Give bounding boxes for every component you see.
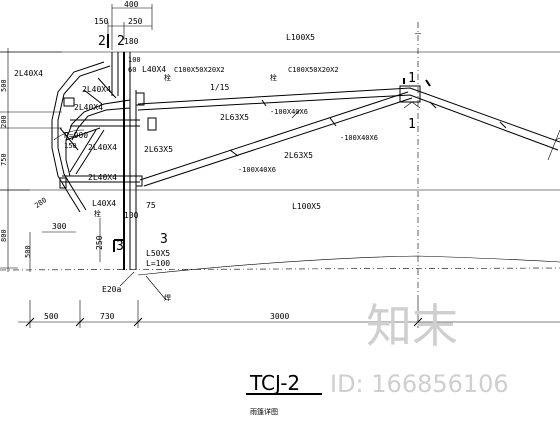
dim-left-200: 200: [0, 115, 8, 128]
dim-bottom-500: 500: [44, 312, 59, 321]
label-c100-b: C100X50X20X2: [288, 66, 339, 74]
dim-left-800: 800: [0, 229, 8, 242]
dim-mid-100: 100: [124, 211, 139, 220]
label-2l40x4-d: 2L40X4: [88, 143, 117, 152]
section-mark-1: 1: [408, 71, 416, 86]
left-truss: R=900 2L40X4 2L40X4 2L40X4 2L40X4 L40X4 …: [33, 52, 171, 302]
section-mark-3b: 3: [160, 232, 168, 247]
label-weld: 焊: [164, 293, 171, 302]
label-l50x5: L50X5: [146, 249, 170, 258]
section-mark-2b: 2: [117, 34, 125, 49]
dim-top-150: 150: [94, 17, 109, 26]
dim-150: 150: [64, 142, 77, 150]
label-plate-a: -100X40X6: [270, 108, 308, 116]
dim-top-250: 250: [128, 17, 143, 26]
label-l40x4-b: L40X4: [92, 199, 116, 208]
section-mark-3: 3: [116, 239, 124, 254]
top-dimensions: 400 150 250 180 100 60 2 2: [94, 0, 153, 74]
dim-mid-250: 250: [95, 235, 104, 250]
title-block: TCJ-2 雨篷详图: [246, 371, 322, 416]
label-2l40x4-a: 2L40X4: [14, 69, 43, 78]
label-l100: L=100: [146, 259, 170, 268]
dim-top-100: 100: [128, 56, 141, 64]
dim-top-60: 60: [128, 66, 136, 74]
dim-mid-75: 75: [146, 201, 156, 210]
section-mark-1b: 1: [408, 117, 416, 132]
drawing-title: TCJ-2: [249, 371, 300, 395]
label-e20: E20a: [102, 285, 121, 294]
watermark-id: ID: 166856106: [330, 370, 509, 398]
label-plate-b: -100X40X6: [340, 134, 378, 142]
label-bolt-2: 栓: [270, 73, 277, 82]
dim-300: 300: [52, 222, 67, 231]
drawing-subtitle: 雨篷详图: [250, 407, 278, 416]
watermark-brand: 知末: [366, 299, 458, 353]
label-c100-a: C100X50X20X2: [174, 66, 225, 74]
watermark: 知末 ID: 166856106: [330, 299, 509, 398]
dim-left-500: 500: [0, 79, 8, 92]
label-2l40x4-c: 2L40X4: [74, 103, 103, 112]
dim-bottom-730: 730: [100, 312, 115, 321]
label-radius: R=900: [64, 131, 88, 140]
label-2l63x5-b: 2L63X5: [144, 145, 173, 154]
label-l40x4-a: L40X4: [142, 65, 166, 74]
dim-bottom-3000: 3000: [270, 312, 289, 321]
label-plate-c: -100X40X6: [238, 166, 276, 174]
label-2l40x4-b: 2L40X4: [82, 85, 111, 94]
label-bolt-3: 栓: [94, 209, 101, 218]
dim-280: 280: [33, 196, 48, 210]
dim-left-750: 750: [0, 153, 8, 166]
label-2l40x4-e: 2L40X4: [88, 173, 117, 182]
label-l100x5-top: L100X5: [286, 33, 315, 42]
label-2l63x5-c: 2L63X5: [284, 151, 313, 160]
label-slope: 1/15: [210, 83, 229, 92]
label-l100x5-mid: L100X5: [292, 202, 321, 211]
dim-top-400: 400: [124, 0, 139, 9]
bottom-dimensions: 500 730 3000: [18, 300, 560, 328]
dim-top-180: 180: [124, 37, 139, 46]
label-bolt: 栓: [164, 73, 171, 82]
label-2l63x5-a: 2L63X5: [220, 113, 249, 122]
section-mark-2: 2: [98, 34, 106, 49]
roof-truss: 1 1 L100X5 L100X5 C100X50X20X2 C100X50X2…: [137, 33, 560, 211]
dim-left-500b: 500: [24, 245, 32, 258]
reference-lines: [0, 22, 560, 300]
left-dimensions: 500 200 750 800 500 2L40X4: [0, 48, 62, 272]
